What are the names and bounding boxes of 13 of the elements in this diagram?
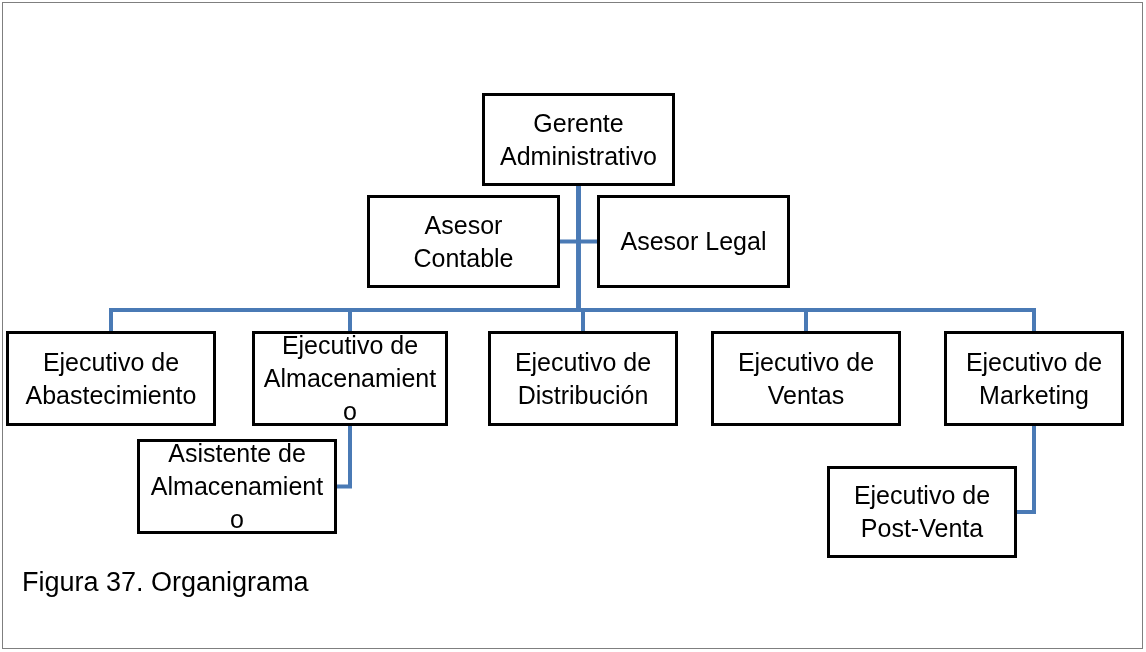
figure-caption: Figura 37. Organigrama — [22, 566, 309, 599]
org-box: Ejecutivo de Almacenamiento — [252, 331, 448, 426]
org-box: Asesor Contable — [367, 195, 560, 288]
org-box: Asesor Legal — [597, 195, 790, 288]
connector-line — [1017, 426, 1036, 514]
org-box: Ejecutivo de Abastecimiento — [6, 331, 216, 426]
org-box: Ejecutivo de Distribución — [488, 331, 678, 426]
org-box: Ejecutivo de Marketing — [944, 331, 1124, 426]
org-box: Asistente de Almacenamiento — [137, 439, 337, 534]
org-box: Ejecutivo de Ventas — [711, 331, 901, 426]
org-box: Gerente Administrativo — [482, 93, 675, 186]
org-box: Ejecutivo de Post-Venta — [827, 466, 1017, 558]
connector-line — [337, 426, 352, 489]
